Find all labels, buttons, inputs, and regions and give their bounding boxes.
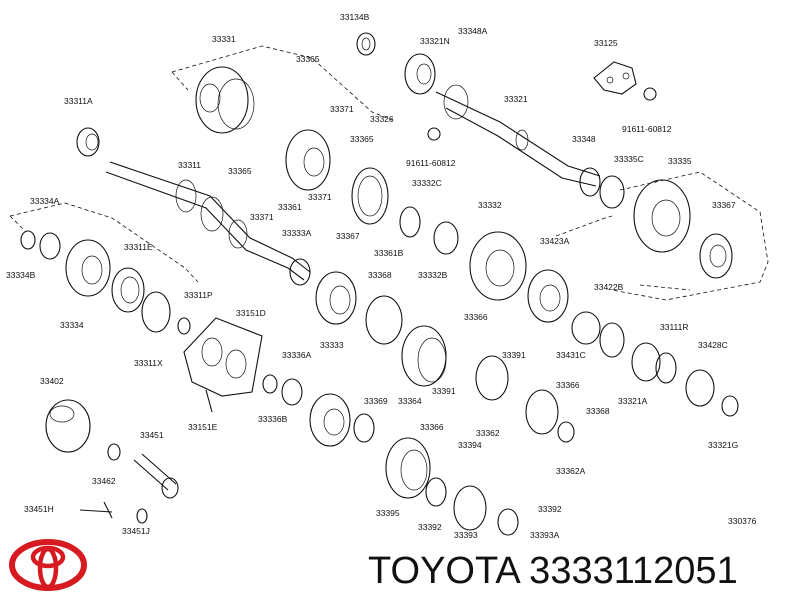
part-label: 33431C [556,350,586,360]
part-label: 33111R [660,322,689,332]
part-label: 33332B [418,270,448,280]
part-label: 33361B [374,248,404,258]
part-label: 33151D [236,308,266,318]
part-label: 33367 [336,231,360,241]
part-label: 33321N [420,36,450,46]
part-label: 33402 [40,376,64,386]
toyota-logo-icon [9,539,87,591]
part-labels: 33134B 33331 33321N 33348A 33125 33365 3… [6,12,757,540]
part-label: 33334B [6,270,36,280]
part-label: 33311X [134,358,163,368]
part-label: 33391 [432,386,456,396]
part-label: 33368 [368,270,392,280]
part-label: 91611-60812 [406,158,456,168]
part-label: 33371 [330,104,354,114]
part-label: 33334A [30,196,60,206]
part-label: 33334 [60,320,84,330]
part-label: 33336B [258,414,288,424]
part-label: 33422B [594,282,624,292]
assembly-guide-lines [9,45,769,301]
part-label: 33361 [278,202,302,212]
part-label: 33451J [122,526,150,536]
part-label: 33336A [282,350,312,360]
part-label: 91611-60812 [622,124,672,134]
part-label: 33368 [586,406,610,416]
part-label: 33371 [308,192,332,202]
part-label: 33335 [668,156,692,166]
part-label: 33348A [458,26,488,36]
part-label: 33331 [212,34,236,44]
part-label: 33362A [556,466,586,476]
part-label: 33394 [458,440,482,450]
part-label: 33134B [340,12,370,22]
part-label: 33428C [698,340,728,350]
part-label: 33371 [250,212,274,222]
part-label: 33151E [188,422,218,432]
part-label: 33364 [398,396,422,406]
part-label: 33311 [178,160,201,170]
part-label: 33391 [502,350,526,360]
part-label: 33335C [614,154,644,164]
part-label: 33333 [320,340,344,350]
part-label: 33326 [370,114,394,124]
part-label: 33348 [572,134,596,144]
part-label: 33332C [412,178,442,188]
part-label: 33321A [618,396,648,406]
part-label: 33311A [64,96,93,106]
parts-exploded-diagram: 33134B 33331 33321N 33348A 33125 33365 3… [6,12,769,540]
part-label: 33362 [476,428,500,438]
part-label: 33451H [24,504,54,514]
part-label: 33321 [504,94,528,104]
part-label: 33365 [350,134,374,144]
part-label: 33365 [228,166,252,176]
part-label: 33392 [418,522,442,532]
part-label: 33451 [140,430,164,440]
part-label: 33369 [364,396,388,406]
part-label: 33321G [708,440,738,450]
part-label: 33367 [712,200,736,210]
part-label: 33392 [538,504,562,514]
part-label: 33311E [124,242,153,252]
part-label: 33462 [92,476,116,486]
part-label: 33365 [296,54,320,64]
brand-part-number: TOYOTA 3333112051 [368,550,738,592]
part-label: 33366 [464,312,488,322]
part-label: 33333A [282,228,312,238]
part-label: 33393A [530,530,560,540]
gear-parts [20,32,739,536]
diagram-code: 330376 [728,516,757,526]
part-label: 33366 [420,422,444,432]
part-label: 33393 [454,530,478,540]
part-label: 33311P [184,290,213,300]
part-label: 33125 [594,38,618,48]
part-label: 33423A [540,236,570,246]
part-label: 33366 [556,380,580,390]
part-label: 33332 [478,200,502,210]
part-label: 33395 [376,508,400,518]
